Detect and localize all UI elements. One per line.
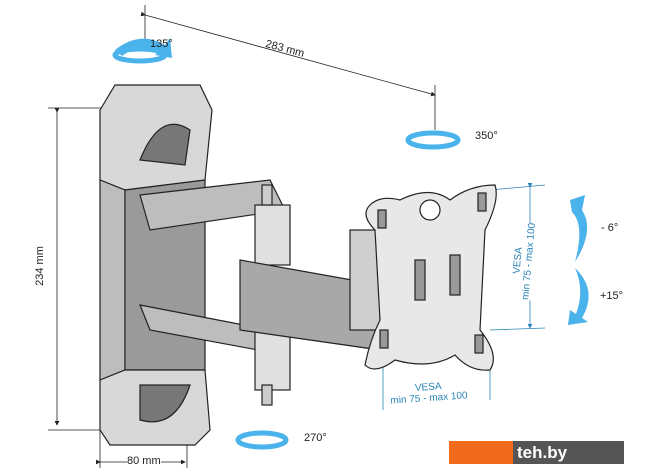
swing-arms — [139, 179, 381, 406]
tilt-down-label: +15° — [600, 290, 624, 302]
tilt-up-label: - 6° — [601, 222, 619, 234]
wall-plate — [99, 84, 213, 446]
rotation-135-label: 135° — [150, 38, 173, 50]
rotation-350-label: 350° — [475, 130, 498, 142]
vesa-plate — [364, 184, 497, 371]
rotation-arrows — [112, 38, 589, 450]
logo-text: teh.by — [513, 441, 624, 464]
width-dimension-label: 80 mm — [127, 455, 161, 467]
rotation-270-label: 270° — [304, 432, 327, 444]
dimension-lines — [48, 5, 436, 468]
height-dimension-label: 234 mm — [33, 246, 46, 286]
teh-by-logo: teh.by — [449, 441, 624, 464]
